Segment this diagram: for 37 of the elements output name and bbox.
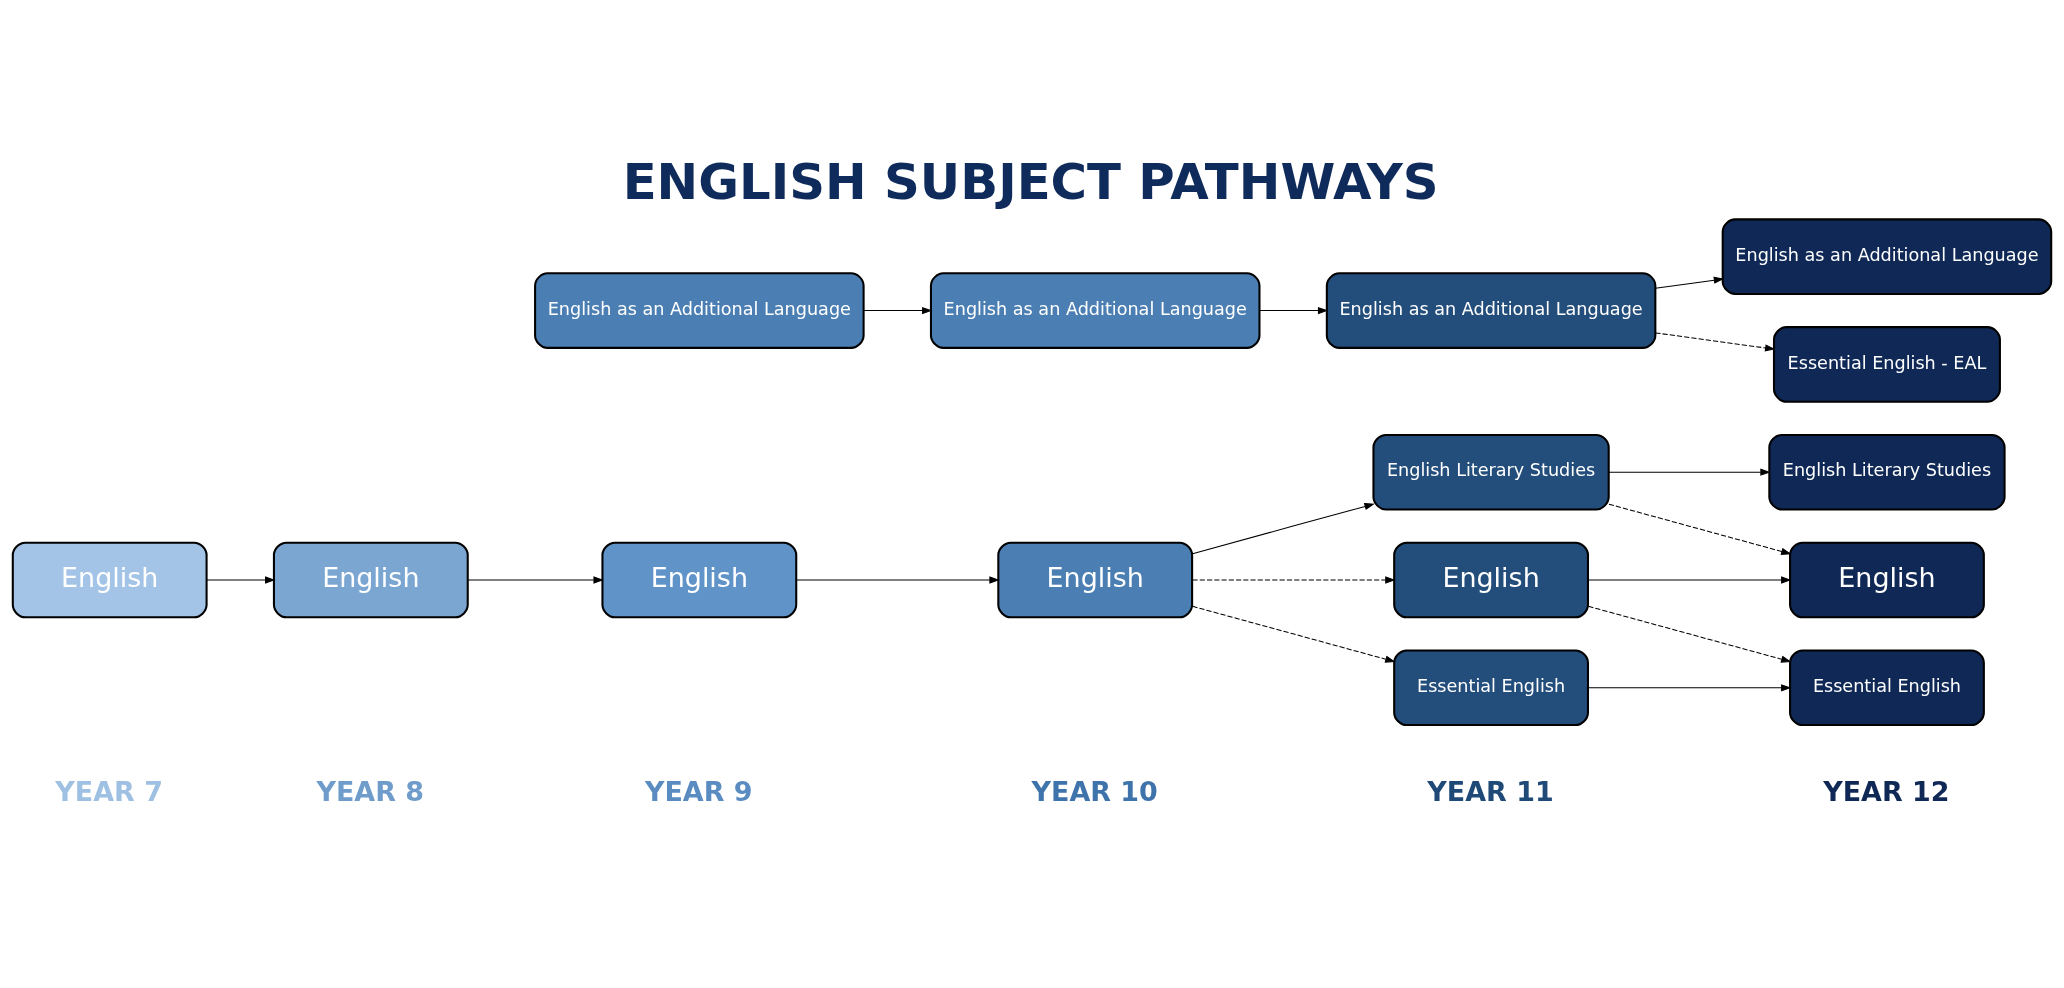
node-box: English as an Additional Language xyxy=(534,271,865,349)
label: YEAR 7 xyxy=(55,775,163,807)
node-box: English xyxy=(1789,541,1985,618)
node-box: Essential English xyxy=(1393,648,1589,726)
arrow xyxy=(206,575,276,584)
arrow xyxy=(1587,605,1792,663)
arrow xyxy=(1192,605,1396,663)
arrow xyxy=(1192,502,1375,554)
node-box: Essential English xyxy=(1789,648,1985,726)
label: YEAR 12 xyxy=(1823,775,1950,807)
node-box: English as an Additional Language xyxy=(1721,217,2053,295)
arrow xyxy=(1259,306,1329,314)
label: YEAR 9 xyxy=(644,775,753,807)
node-box: English Literary Studies xyxy=(1768,433,2006,511)
label: YEAR 11 xyxy=(1427,775,1554,807)
node-box: Essential English - EAL xyxy=(1772,325,2001,403)
arrow xyxy=(1654,276,1725,289)
label: YEAR 8 xyxy=(316,775,425,807)
diagram-title: ENGLISH SUBJECT PATHWAYS xyxy=(622,152,1439,211)
node-box: English xyxy=(997,541,1194,618)
label: YEAR 10 xyxy=(1031,775,1158,807)
node-box: English xyxy=(11,541,208,618)
arrow xyxy=(1608,503,1792,555)
arrow xyxy=(1587,575,1792,584)
node-box: English xyxy=(601,541,798,618)
arrow xyxy=(1192,575,1396,584)
node-box: English xyxy=(272,541,469,618)
arrow xyxy=(1608,468,1771,476)
arrow xyxy=(796,575,1000,584)
node-box: English Literary Studies xyxy=(1372,433,1610,511)
node-box: English as an Additional Language xyxy=(1325,271,1657,349)
arrow xyxy=(1654,331,1776,352)
arrow xyxy=(1587,683,1792,691)
node-box: English as an Additional Language xyxy=(929,271,1261,349)
arrow xyxy=(467,575,604,584)
arrow xyxy=(863,306,933,314)
node-box: English xyxy=(1393,541,1589,618)
